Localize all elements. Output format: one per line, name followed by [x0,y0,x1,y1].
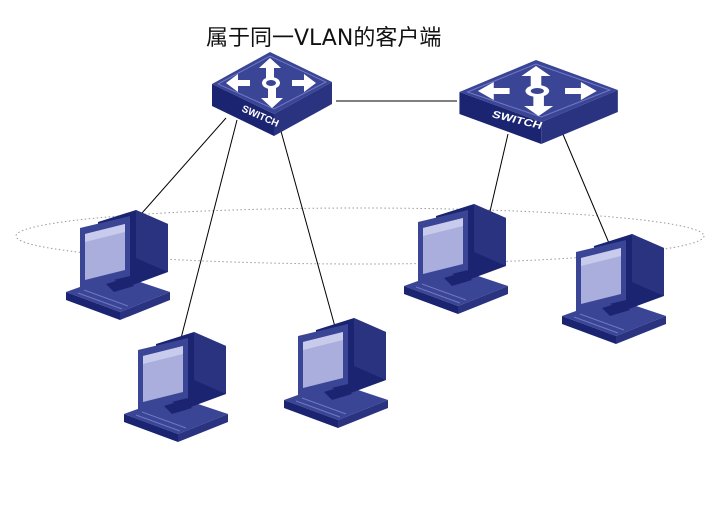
switch-left: SWITCH [211,51,333,137]
pc-right-mid [403,203,509,315]
link-switch-right-pc-right-far [561,131,615,256]
pc-right-far [561,233,667,345]
link-switch-left-pc-left-top [126,117,227,231]
pc-left-top [65,209,171,321]
link-switch-left-pc-center-bottom [278,123,338,335]
switch-right: SWITCH [458,59,619,145]
pc-left-bottom [123,331,229,443]
link-switch-left-pc-left-bottom [177,119,238,351]
links [126,100,615,351]
vlan-group-ellipse [15,207,705,265]
diagram-title: 属于同一VLAN的客户端 [206,26,442,51]
pc-center-bottom [283,317,389,429]
